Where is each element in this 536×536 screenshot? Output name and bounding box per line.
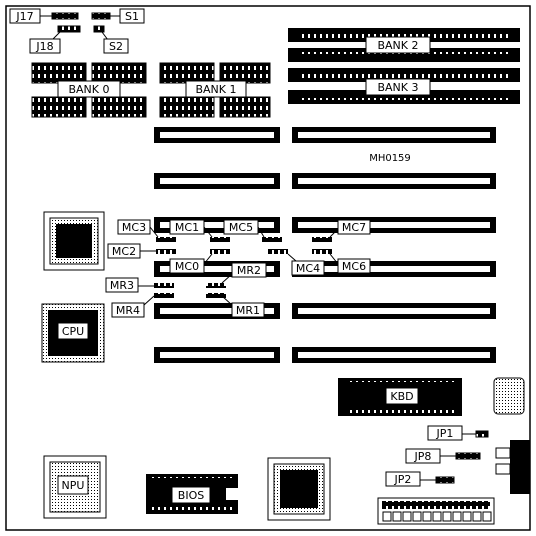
mc6-callout: MC6: [329, 253, 371, 274]
mc3-callout: MC3: [117, 219, 159, 238]
pin-header: [377, 497, 495, 525]
mc3-label: MC3: [122, 221, 146, 234]
mc6-label: MC6: [342, 260, 366, 273]
bank3-label: BANK 3: [377, 81, 418, 94]
jp8-callout: JP8: [405, 448, 481, 464]
mc2-label: MC2: [112, 245, 136, 258]
keyboard-connector: [495, 440, 530, 494]
mr3-callout: MR3: [105, 277, 154, 293]
bios-chip: BIOS: [146, 474, 238, 514]
kbd-label: KBD: [390, 390, 413, 403]
mc0-label: MC0: [175, 260, 199, 273]
switch-s1: S1: [91, 8, 145, 24]
bank2-label: BANK 2: [377, 39, 418, 52]
cpu-label: CPU: [62, 325, 84, 338]
mc0-callout: MC0: [169, 253, 213, 274]
j18-label: J18: [35, 40, 53, 53]
mc1-callout: MC1: [169, 219, 213, 238]
mc7-callout: MC7: [329, 219, 371, 238]
jp8-label: JP8: [414, 450, 432, 463]
mc4-callout: MC4: [287, 253, 325, 276]
npu-socket: NPU: [43, 455, 107, 519]
mr1-callout: MR1: [221, 295, 265, 318]
mr3-label: MR3: [110, 279, 134, 292]
npu-label: NPU: [62, 479, 85, 492]
bank2-simm-sockets: BANK 2: [288, 28, 520, 62]
s2-label: S2: [109, 40, 123, 53]
chipset: [43, 211, 105, 271]
jp2-label: JP2: [394, 473, 412, 486]
mr4-label: MR4: [116, 304, 140, 317]
bank3-simm-sockets: BANK 3: [288, 68, 520, 104]
j17-label: J17: [15, 10, 33, 23]
jumper-j17: J17: [9, 8, 79, 24]
mc1-label: MC1: [175, 221, 199, 234]
mc5-label: MC5: [229, 221, 253, 234]
battery: [493, 377, 525, 415]
mc5-callout: MC5: [223, 219, 265, 238]
mr2-callout: MR2: [221, 262, 267, 284]
bank0-chips: BANK 0: [31, 62, 147, 118]
cpu-chip: CPU: [41, 303, 105, 363]
mr2-label: MR2: [237, 264, 261, 277]
jp1-label: JP1: [436, 427, 454, 440]
mc7-label: MC7: [342, 221, 366, 234]
bios-label: BIOS: [178, 489, 204, 502]
jp1-callout: JP1: [427, 425, 489, 441]
s1-label: S1: [125, 10, 139, 23]
bank0-label: BANK 0: [68, 83, 109, 96]
mc2-callout: MC2: [107, 243, 156, 259]
kbd-chip: KBD: [338, 378, 462, 416]
mc-mr-jumpers: [154, 237, 332, 298]
bank1-chips: BANK 1: [159, 62, 271, 118]
switch-s2: S2: [93, 25, 129, 54]
jp2-callout: JP2: [385, 471, 455, 487]
jumper-j18: J18: [29, 25, 81, 54]
bottom-chip: [267, 457, 331, 521]
mr4-callout: MR4: [111, 295, 155, 318]
model-label: MH0159: [369, 153, 411, 164]
mr1-label: MR1: [236, 304, 260, 317]
mc4-label: MC4: [296, 262, 320, 275]
bank1-label: BANK 1: [195, 83, 236, 96]
